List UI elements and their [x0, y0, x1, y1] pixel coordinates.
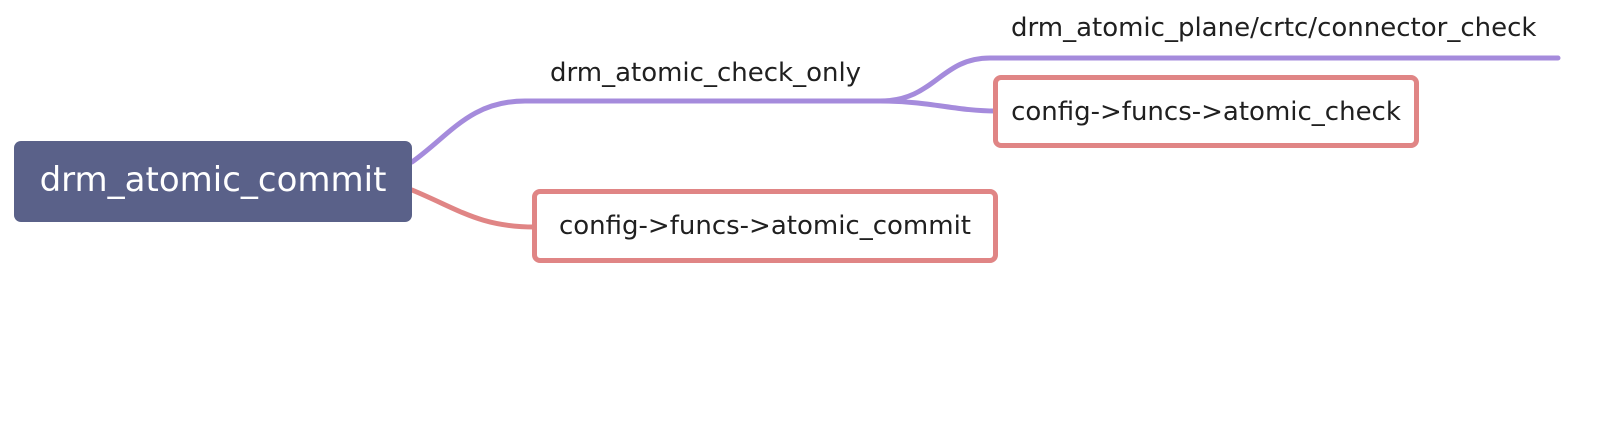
branch-check-only-label[interactable]: drm_atomic_check_only — [550, 58, 862, 88]
atomic-check-node-label: config->funcs->atomic_check — [1011, 96, 1401, 127]
connector-check-only-to-plane-check — [877, 55, 1561, 104]
connector-root-to-check-only — [409, 98, 883, 165]
atomic-commit-node-label: config->funcs->atomic_commit — [558, 211, 971, 241]
atomic-commit-node[interactable]: config->funcs->atomic_commit — [532, 189, 998, 263]
connector-root-to-atomic-commit — [409, 187, 538, 230]
root-node[interactable]: drm_atomic_commit — [14, 141, 412, 222]
root-node-label: drm_atomic_commit — [39, 159, 387, 200]
connector-check-only-to-atomic-check — [877, 98, 999, 114]
atomic-check-node[interactable]: config->funcs->atomic_check — [993, 75, 1419, 148]
plane-crtc-connector-check-label[interactable]: drm_atomic_plane/crtc/connector_check — [1011, 13, 1537, 43]
